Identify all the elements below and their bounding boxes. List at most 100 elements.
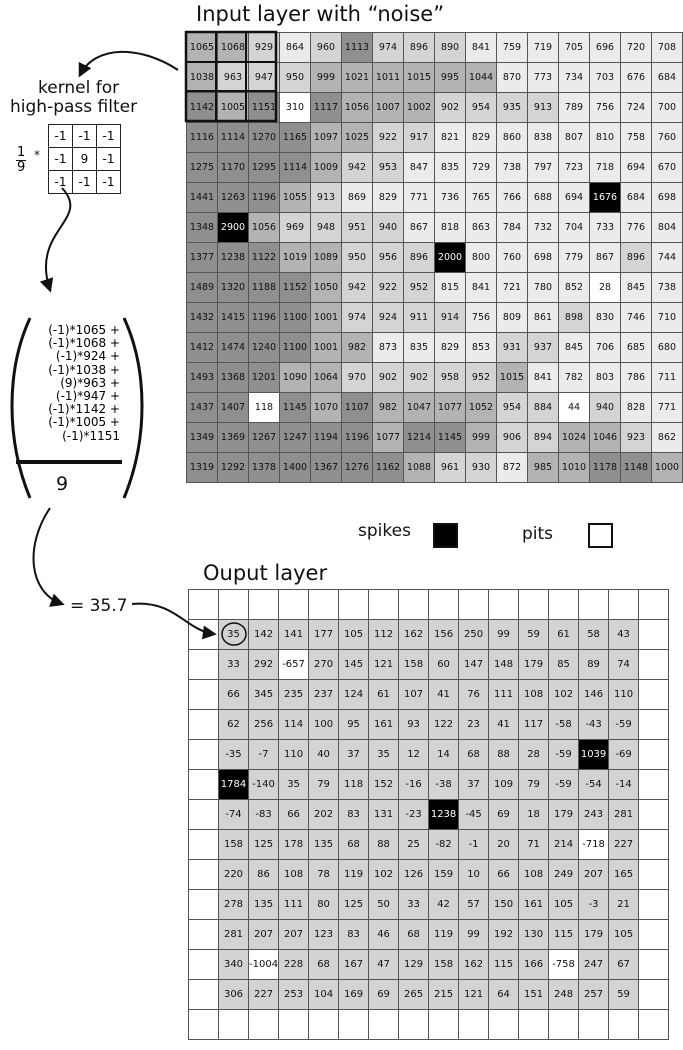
input-cell: 1055 (279, 182, 311, 213)
input-cell: 710 (651, 302, 683, 333)
output-cell: 71 (518, 829, 550, 860)
output-cell: 99 (458, 919, 490, 950)
input-cell: 698 (527, 242, 559, 273)
output-cell: 148 (488, 649, 520, 680)
input-cell: 800 (465, 242, 497, 273)
input-cell: 1188 (248, 272, 280, 303)
output-cell: 124 (338, 679, 370, 710)
kernel-scale-numerator: 1 (16, 145, 27, 161)
input-cell: 771 (651, 392, 683, 423)
output-cell: 105 (548, 889, 580, 920)
formula-denominator: 9 (56, 473, 69, 495)
input-cell: 952 (465, 362, 497, 393)
output-border-cell (638, 979, 670, 1010)
output-row (188, 1009, 670, 1040)
input-cell: 1070 (310, 392, 342, 423)
output-cell: 111 (488, 679, 520, 710)
input-cell: 1437 (186, 392, 218, 423)
output-cell: 61 (368, 679, 400, 710)
input-cell: 1319 (186, 452, 218, 483)
kernel-row: -1-1-1 (48, 124, 121, 148)
output-cell: 179 (518, 649, 550, 680)
output-border-cell (188, 889, 219, 920)
output-cell: 111 (278, 889, 310, 920)
input-cell: 771 (403, 182, 435, 213)
output-cell: 141 (278, 619, 310, 650)
input-cell: 779 (558, 242, 590, 273)
output-cell: 110 (608, 679, 640, 710)
input-cell: 310 (279, 92, 311, 123)
output-cell: 215 (428, 979, 460, 1010)
formula-line: (-1)*1151 (62, 428, 120, 443)
kernel-scale-fraction: 1 9 (16, 145, 27, 175)
input-cell: 729 (465, 152, 497, 183)
input-cell: 1097 (310, 122, 342, 153)
input-cell: 780 (527, 272, 559, 303)
output-cell: 41 (488, 709, 520, 740)
input-cell: 746 (620, 302, 652, 333)
input-cell: 704 (558, 212, 590, 243)
output-border-cell (488, 589, 520, 620)
output-cell: -7 (247, 739, 280, 770)
input-cell: 923 (620, 422, 652, 453)
output-border-cell (278, 589, 310, 620)
input-cell: 734 (558, 62, 590, 93)
output-border-cell (188, 679, 219, 710)
output-cell: 46 (368, 919, 400, 950)
output-cell: 109 (488, 769, 520, 800)
legend-spikes-label: spikes (358, 521, 411, 541)
formula-line: (-1)*1038 + (48, 362, 120, 377)
output-cell: 102 (368, 859, 400, 890)
input-cell: 765 (465, 182, 497, 213)
input-cell: 1201 (248, 362, 280, 393)
output-cell: 60 (428, 649, 460, 680)
input-cell: 942 (341, 152, 373, 183)
input-cell: 756 (465, 302, 497, 333)
input-cell: 1064 (310, 362, 342, 393)
input-cell: 680 (651, 332, 683, 363)
output-cell: -657 (278, 649, 310, 680)
kernel-scale-operator: * (34, 148, 40, 162)
output-cell: 135 (247, 889, 280, 920)
output-cell: 121 (458, 979, 490, 1010)
input-cell: 1025 (341, 122, 373, 153)
input-cell: 1044 (465, 62, 497, 93)
output-border-cell (638, 619, 670, 650)
formula-line: (-1)*947 + (55, 389, 120, 404)
input-cell: 670 (651, 152, 683, 183)
output-cell: 66 (488, 859, 520, 890)
input-cell: 1367 (310, 452, 342, 483)
input-cell: 1145 (279, 392, 311, 423)
input-cell: 1165 (279, 122, 311, 153)
input-cell: 818 (434, 212, 466, 243)
output-cell: 235 (278, 679, 310, 710)
output-cell: 41 (428, 679, 460, 710)
output-border-cell (638, 1009, 670, 1040)
input-cell: 1001 (310, 302, 342, 333)
input-cell: 952 (403, 272, 435, 303)
output-cell: 292 (247, 649, 280, 680)
input-cell: 1378 (248, 452, 280, 483)
input-cell: 931 (496, 332, 528, 363)
input-cell: 821 (434, 122, 466, 153)
output-cell: 256 (247, 709, 280, 740)
output-border-cell (578, 1009, 610, 1040)
output-border-cell (188, 589, 219, 620)
kernel-cell: -1 (96, 147, 121, 171)
output-cell: 247 (578, 949, 610, 980)
output-border-cell (308, 589, 340, 620)
kernel-cell: -1 (96, 124, 121, 148)
output-cell: -54 (578, 769, 610, 800)
output-cell: 145 (338, 649, 370, 680)
input-cell: 974 (341, 302, 373, 333)
arrow-formula-to-result (32, 507, 65, 607)
input-cell: 1009 (310, 152, 342, 183)
input-cell: 948 (310, 212, 342, 243)
